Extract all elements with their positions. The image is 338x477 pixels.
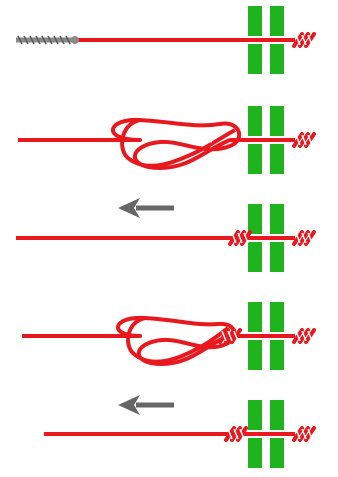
whipped-rope-end [16, 35, 79, 45]
step-5 [44, 400, 316, 468]
step-3 [16, 204, 316, 272]
rope-twist-end [292, 328, 316, 344]
step-2 [18, 106, 316, 174]
rope-twist-end [292, 132, 316, 148]
rope-twist-end [292, 426, 316, 442]
step-4 [22, 302, 316, 370]
arrow-left-icon [118, 395, 174, 415]
knot-icon [22, 315, 295, 366]
arrow-left-icon [118, 198, 174, 218]
rope-twist-end [292, 32, 316, 48]
step-1 [16, 6, 316, 74]
rope-twist-knot [228, 230, 252, 246]
rope-twist-end [292, 230, 316, 246]
rope-twist-knot [224, 426, 248, 442]
knot-icon [18, 117, 295, 170]
